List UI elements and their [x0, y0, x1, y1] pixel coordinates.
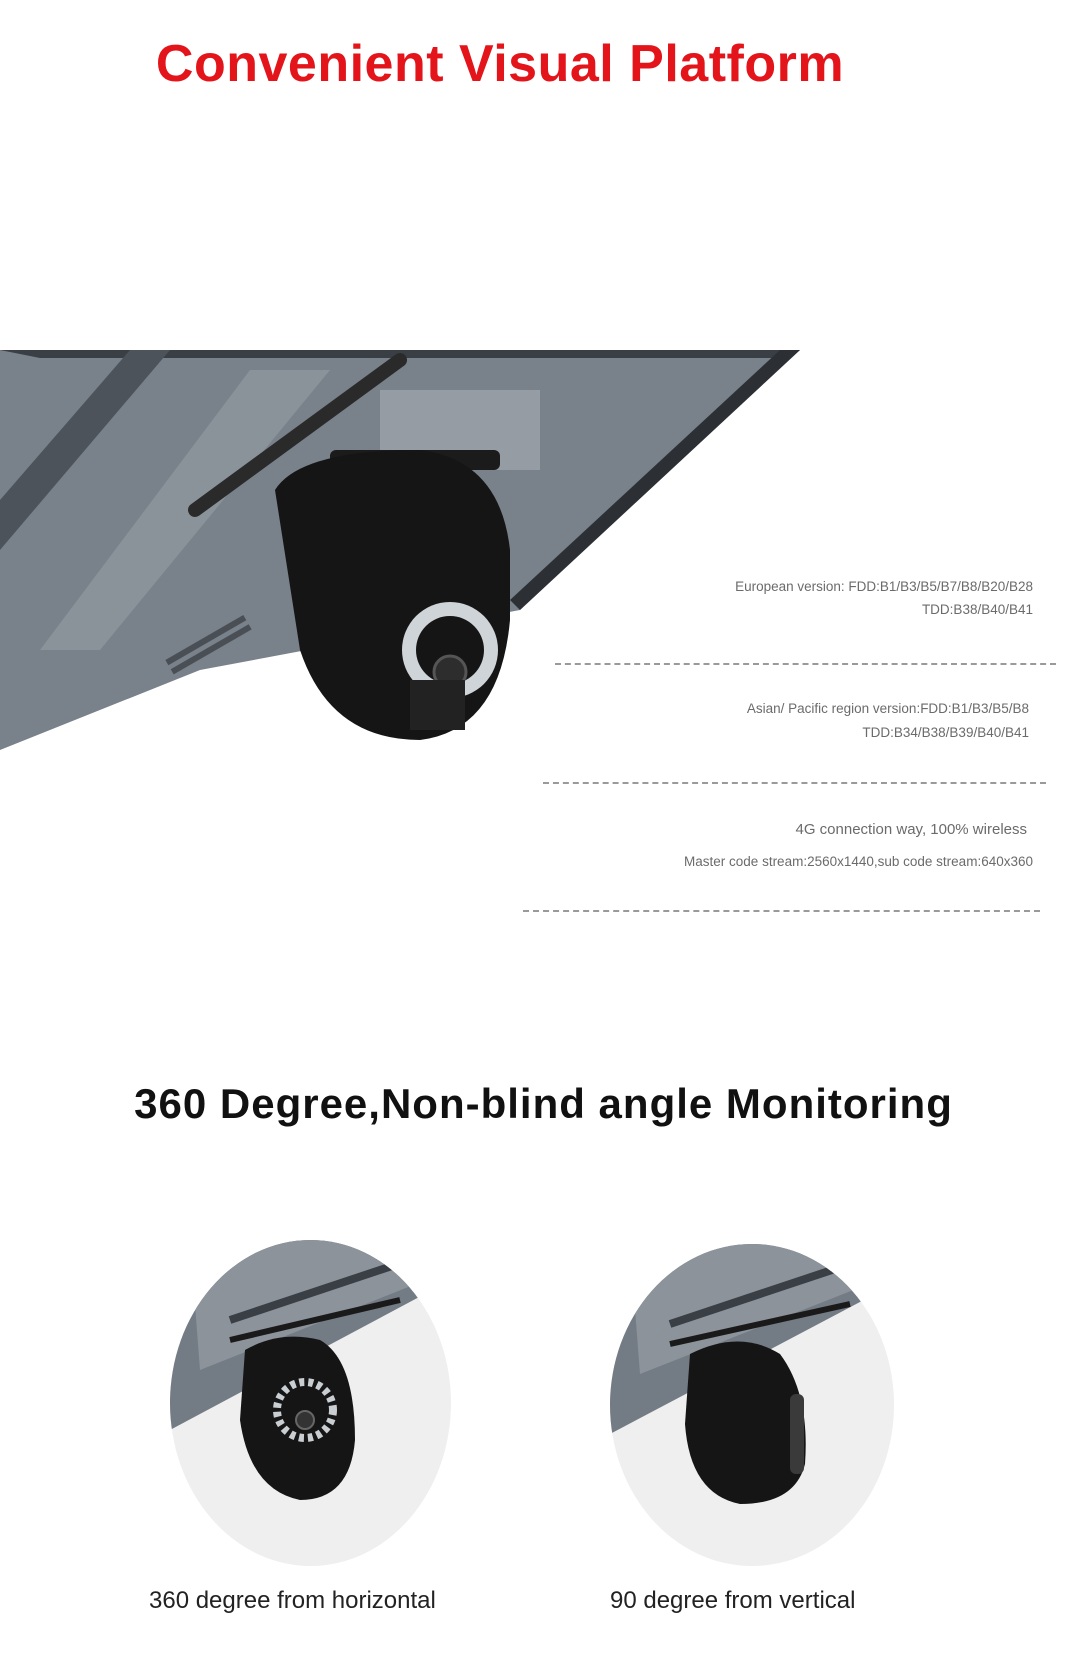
spec-stream: Master code stream:2560x1440,sub code st…	[684, 854, 1033, 869]
ptz-camera	[275, 450, 510, 740]
camera-hero-image	[0, 350, 800, 750]
section-heading: 360 Degree,Non-blind angle Monitoring	[134, 1080, 953, 1127]
spec-european-fdd: European version: FDD:B1/B3/B5/B7/B8/B20…	[735, 579, 1033, 594]
ptz-camera	[685, 1341, 806, 1504]
caption-horizontal: 360 degree from horizontal	[149, 1587, 436, 1614]
divider	[555, 663, 1056, 665]
spec-asian-tdd: TDD:B34/B38/B39/B40/B41	[862, 725, 1029, 740]
antenna-icon	[188, 353, 407, 517]
spec-european-tdd: TDD:B38/B40/B41	[921, 602, 1033, 617]
horizontal-rotation-image	[170, 1240, 451, 1566]
divider	[523, 910, 1040, 912]
divider	[543, 782, 1046, 784]
spec-asian-fdd: Asian/ Pacific region version:FDD:B1/B3/…	[746, 701, 1029, 716]
spec-connection: 4G connection way, 100% wireless	[795, 821, 1027, 838]
caption-vertical: 90 degree from vertical	[610, 1587, 856, 1614]
vertical-rotation-image	[610, 1244, 894, 1566]
page-title: Convenient Visual Platform	[155, 35, 845, 93]
